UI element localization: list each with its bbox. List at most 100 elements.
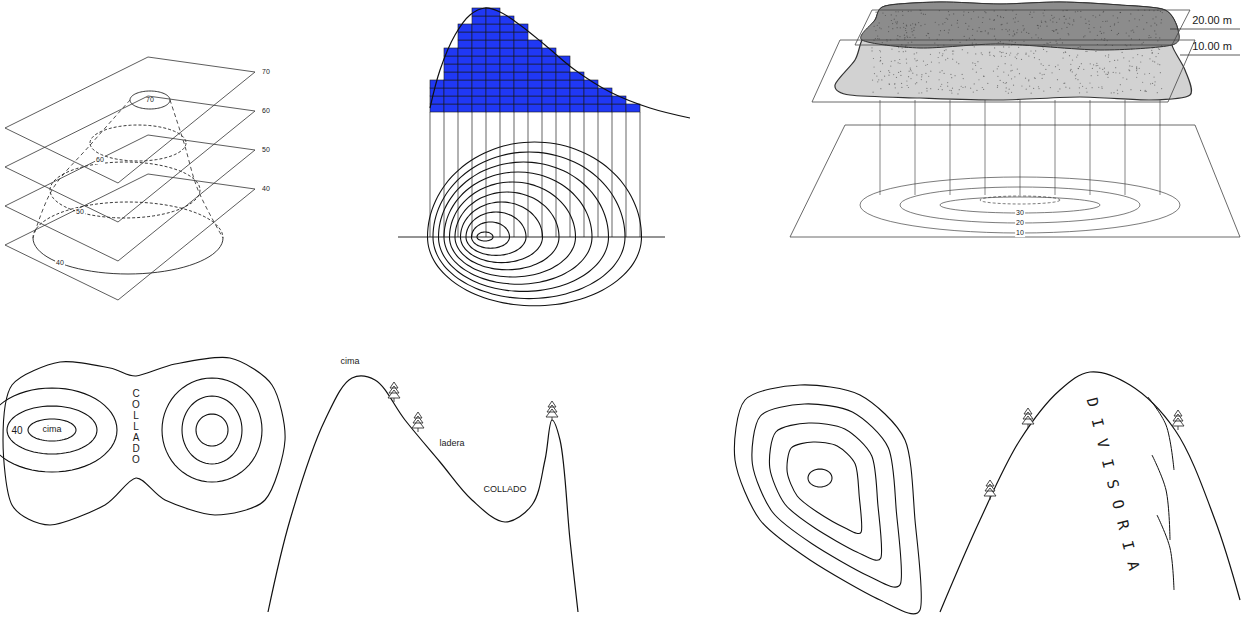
rock-stipple — [907, 85, 908, 86]
contour-line — [769, 423, 881, 560]
rock-stipple — [872, 79, 873, 80]
rock-stipple — [973, 11, 974, 12]
rock-stipple — [940, 30, 941, 31]
rock-stipple — [1086, 88, 1087, 89]
rock-stipple — [930, 54, 931, 55]
contour-line — [7, 406, 97, 454]
rock-stipple — [983, 76, 984, 77]
rock-stipple — [1012, 35, 1013, 36]
rock-stipple — [949, 29, 950, 30]
rock-stipple — [912, 34, 913, 35]
rock-stipple — [1040, 25, 1041, 26]
rock-stipple — [877, 25, 878, 26]
rock-stipple — [1161, 88, 1162, 89]
rock-stipple — [1046, 26, 1047, 27]
rock-stipple — [1056, 29, 1057, 30]
rock-stipple — [948, 11, 949, 12]
profile-cell — [472, 48, 486, 56]
rock-stipple — [1120, 12, 1121, 13]
rock-stipple — [1052, 18, 1053, 19]
rock-stipple — [947, 58, 948, 59]
rock-stipple — [962, 49, 963, 50]
rock-stipple — [1034, 77, 1035, 78]
rock-stipple — [902, 11, 903, 12]
profile-cell — [528, 104, 542, 112]
rock-stipple — [914, 53, 915, 54]
profile-cell — [556, 80, 570, 88]
rock-stipple — [906, 32, 907, 33]
rock-stipple — [895, 21, 896, 22]
rock-stipple — [1038, 27, 1039, 28]
rock-stipple — [1117, 93, 1118, 94]
profile-cell — [472, 96, 486, 104]
rock-stipple — [921, 79, 922, 80]
rock-stipple — [1079, 66, 1080, 67]
rock-stipple — [1092, 68, 1093, 69]
rock-stipple — [911, 28, 912, 29]
rock-stipple — [1105, 21, 1106, 22]
rock-stipple — [1011, 92, 1012, 93]
rock-stipple — [1075, 75, 1076, 76]
rock-stipple — [1129, 60, 1130, 61]
rock-stipple — [926, 88, 927, 89]
rock-stipple — [1001, 56, 1002, 57]
rock-stipple — [877, 81, 878, 82]
rock-stipple — [1016, 54, 1017, 55]
rock-stipple — [965, 23, 966, 24]
profile-cell — [500, 48, 514, 56]
rock-stipple — [1085, 51, 1086, 52]
rock-stipple — [1157, 92, 1158, 93]
rock-stipple — [1033, 11, 1034, 12]
rock-stipple — [1068, 34, 1069, 35]
rock-stipple — [1150, 83, 1151, 84]
rock-stipple — [914, 27, 915, 28]
rock-stipple — [1065, 19, 1066, 20]
rock-stipple — [963, 78, 964, 79]
rock-stipple — [884, 76, 885, 77]
tree-symbol — [1172, 410, 1184, 430]
rock-stipple — [951, 92, 952, 93]
rock-stipple — [1152, 18, 1153, 19]
profile-cell — [542, 72, 556, 80]
rock-stipple — [1131, 66, 1132, 67]
rock-stipple — [1077, 54, 1078, 55]
rock-stipple — [903, 27, 904, 28]
rock-stipple — [882, 63, 883, 64]
rock-stipple — [1016, 32, 1017, 33]
rock-stipple — [993, 70, 994, 71]
rock-stipple — [1114, 23, 1115, 24]
profile-cell — [598, 96, 612, 104]
rock-stipple — [1043, 15, 1044, 16]
rock-stipple — [878, 79, 879, 80]
rock-stipple — [1018, 21, 1019, 22]
projection-line — [915, 100, 916, 195]
profile-cell — [458, 40, 472, 48]
rock-stipple — [976, 72, 977, 73]
projection-line — [542, 112, 543, 237]
rock-stipple — [904, 37, 905, 38]
rock-stipple — [1029, 14, 1030, 15]
rock-stipple — [954, 75, 955, 76]
rock-stipple — [901, 83, 902, 84]
rock-stipple — [1073, 19, 1074, 20]
hill-silhouette — [170, 100, 223, 238]
rock-stipple — [1009, 34, 1010, 35]
profile-cell — [528, 88, 542, 96]
profile-cell — [528, 80, 542, 88]
profile-cell — [612, 96, 626, 104]
rock-stipple — [1128, 69, 1129, 70]
rock-stipple — [1032, 17, 1033, 18]
cut-plane — [812, 40, 1195, 102]
rock-stipple — [1158, 48, 1159, 49]
rock-stipple — [1017, 53, 1018, 54]
rock-stipple — [982, 17, 983, 18]
rock-stipple — [892, 23, 893, 24]
projection-line — [486, 112, 487, 237]
rock-stipple — [1002, 52, 1003, 53]
rock-stipple — [899, 59, 900, 60]
ridge-figure — [734, 372, 1240, 614]
rock-stipple — [1015, 17, 1016, 18]
rock-stipple — [905, 51, 906, 52]
rock-stipple — [947, 86, 948, 87]
profile-cell — [556, 72, 570, 80]
